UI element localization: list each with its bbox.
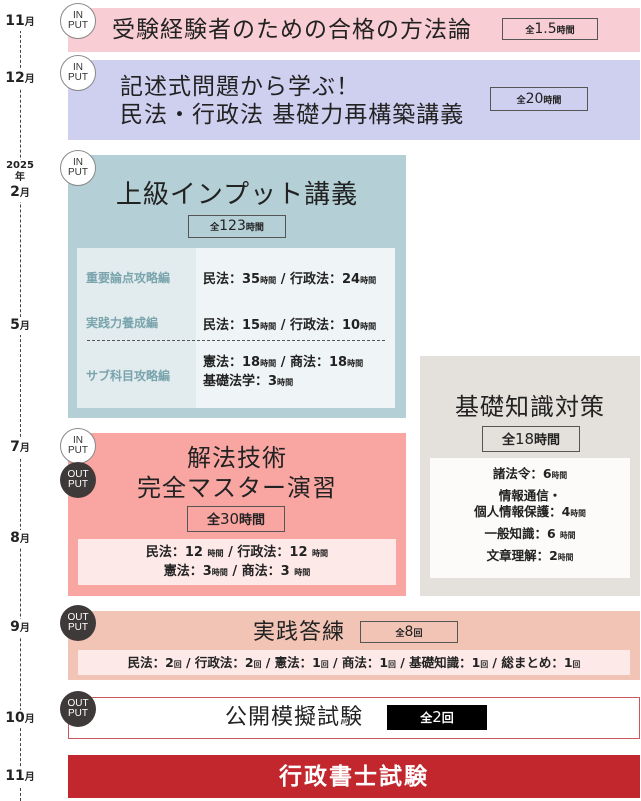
row-label: サブ科目攻略編 xyxy=(86,369,171,383)
timeline-month-jul: 7月 xyxy=(2,439,38,457)
divider xyxy=(87,340,385,341)
course-title: 受験経験者のための合格の方法論 xyxy=(112,17,472,43)
row-label: 実践力養成編 xyxy=(86,316,159,330)
subject-breakdown: 民法：12 時間 / 行政法：12 時間 憲法：3時間 / 商法：3 時間 xyxy=(78,539,396,585)
subject-breakdown: 民法：2回 / 行政法：2回 / 憲法：1回 / 商法：1回 / 基礎知識：1回… xyxy=(78,650,630,675)
course-practice-drills[interactable]: 実践答練 全8回 民法：2回 / 行政法：2回 / 憲法：1回 / 商法：1回 … xyxy=(68,611,640,680)
course-general-knowledge[interactable]: 基礎知識対策 全18時間 諸法令：6時間 情報通信・ 個人情報保護：4時間 一般… xyxy=(420,356,640,596)
course-title: 公開模擬試験 xyxy=(225,705,364,730)
course-title: 実践答練 xyxy=(253,620,346,645)
hours-badge: 全123時間 xyxy=(188,215,286,238)
timeline-month-oct: 10月 xyxy=(2,710,38,728)
course-title: 記述式問題から学ぶ！ 民法・行政法 基礎力再構築講義 xyxy=(120,74,465,128)
hours-badge: 全1.5時間 xyxy=(502,18,598,40)
course-mock-exam[interactable]: 公開模擬試験 全2回 xyxy=(68,697,640,739)
hours-badge: 全18時間 xyxy=(482,426,580,452)
course-descriptive-rebuild[interactable]: 記述式問題から学ぶ！ 民法・行政法 基礎力再構築講義 全20時間 xyxy=(68,60,640,140)
course-title: 上級インプット講義 xyxy=(115,180,359,210)
row-value: 民法：15時間 / 行政法：10時間 xyxy=(203,318,377,333)
timeline-month-dec: 12月 xyxy=(2,70,38,88)
count-badge: 全2回 xyxy=(387,705,487,730)
course-title: 基礎知識対策 xyxy=(455,393,605,421)
course-breakdown-table: 重要論点攻略編 民法：35時間 / 行政法：24時間 実践力養成編 民法：15時… xyxy=(77,248,395,408)
row-value: 憲法：18時間 / 商法：18時間 基礎法学：3時間 xyxy=(203,355,364,389)
course-advanced-input[interactable]: 上級インプット講義 全123時間 重要論点攻略編 民法：35時間 / 行政法：2… xyxy=(68,155,406,418)
timeline-month-nov-exam: 11月 xyxy=(2,768,38,786)
exam-title: 行政書士試験 xyxy=(279,764,429,790)
timeline-month-aug: 8月 xyxy=(2,530,38,548)
timeline-month-nov: 11月 xyxy=(2,13,38,31)
course-title: 解法技術 完全マスター演習 xyxy=(137,444,337,502)
hours-badge: 全8回 xyxy=(360,621,458,643)
timeline-dashed-line xyxy=(20,15,21,801)
timeline-month-sep: 9月 xyxy=(2,619,38,637)
row-label: 重要論点攻略編 xyxy=(86,271,171,285)
row-value: 民法：35時間 / 行政法：24時間 xyxy=(203,272,377,287)
subject-list: 諸法令：6時間 情報通信・ 個人情報保護：4時間 一般知識：6 時間 文章理解：… xyxy=(430,458,630,578)
course-solving-technique[interactable]: 解法技術 完全マスター演習 全30時間 民法：12 時間 / 行政法：12 時間… xyxy=(68,433,406,596)
course-experienced-methodology[interactable]: 受験経験者のための合格の方法論 全1.5時間 xyxy=(68,8,640,52)
timeline-month-may: 5月 xyxy=(2,317,38,335)
administrative-scrivener-exam[interactable]: 行政書士試験 xyxy=(68,755,640,798)
hours-badge: 全20時間 xyxy=(490,87,588,111)
hours-badge: 全30時間 xyxy=(187,506,285,532)
